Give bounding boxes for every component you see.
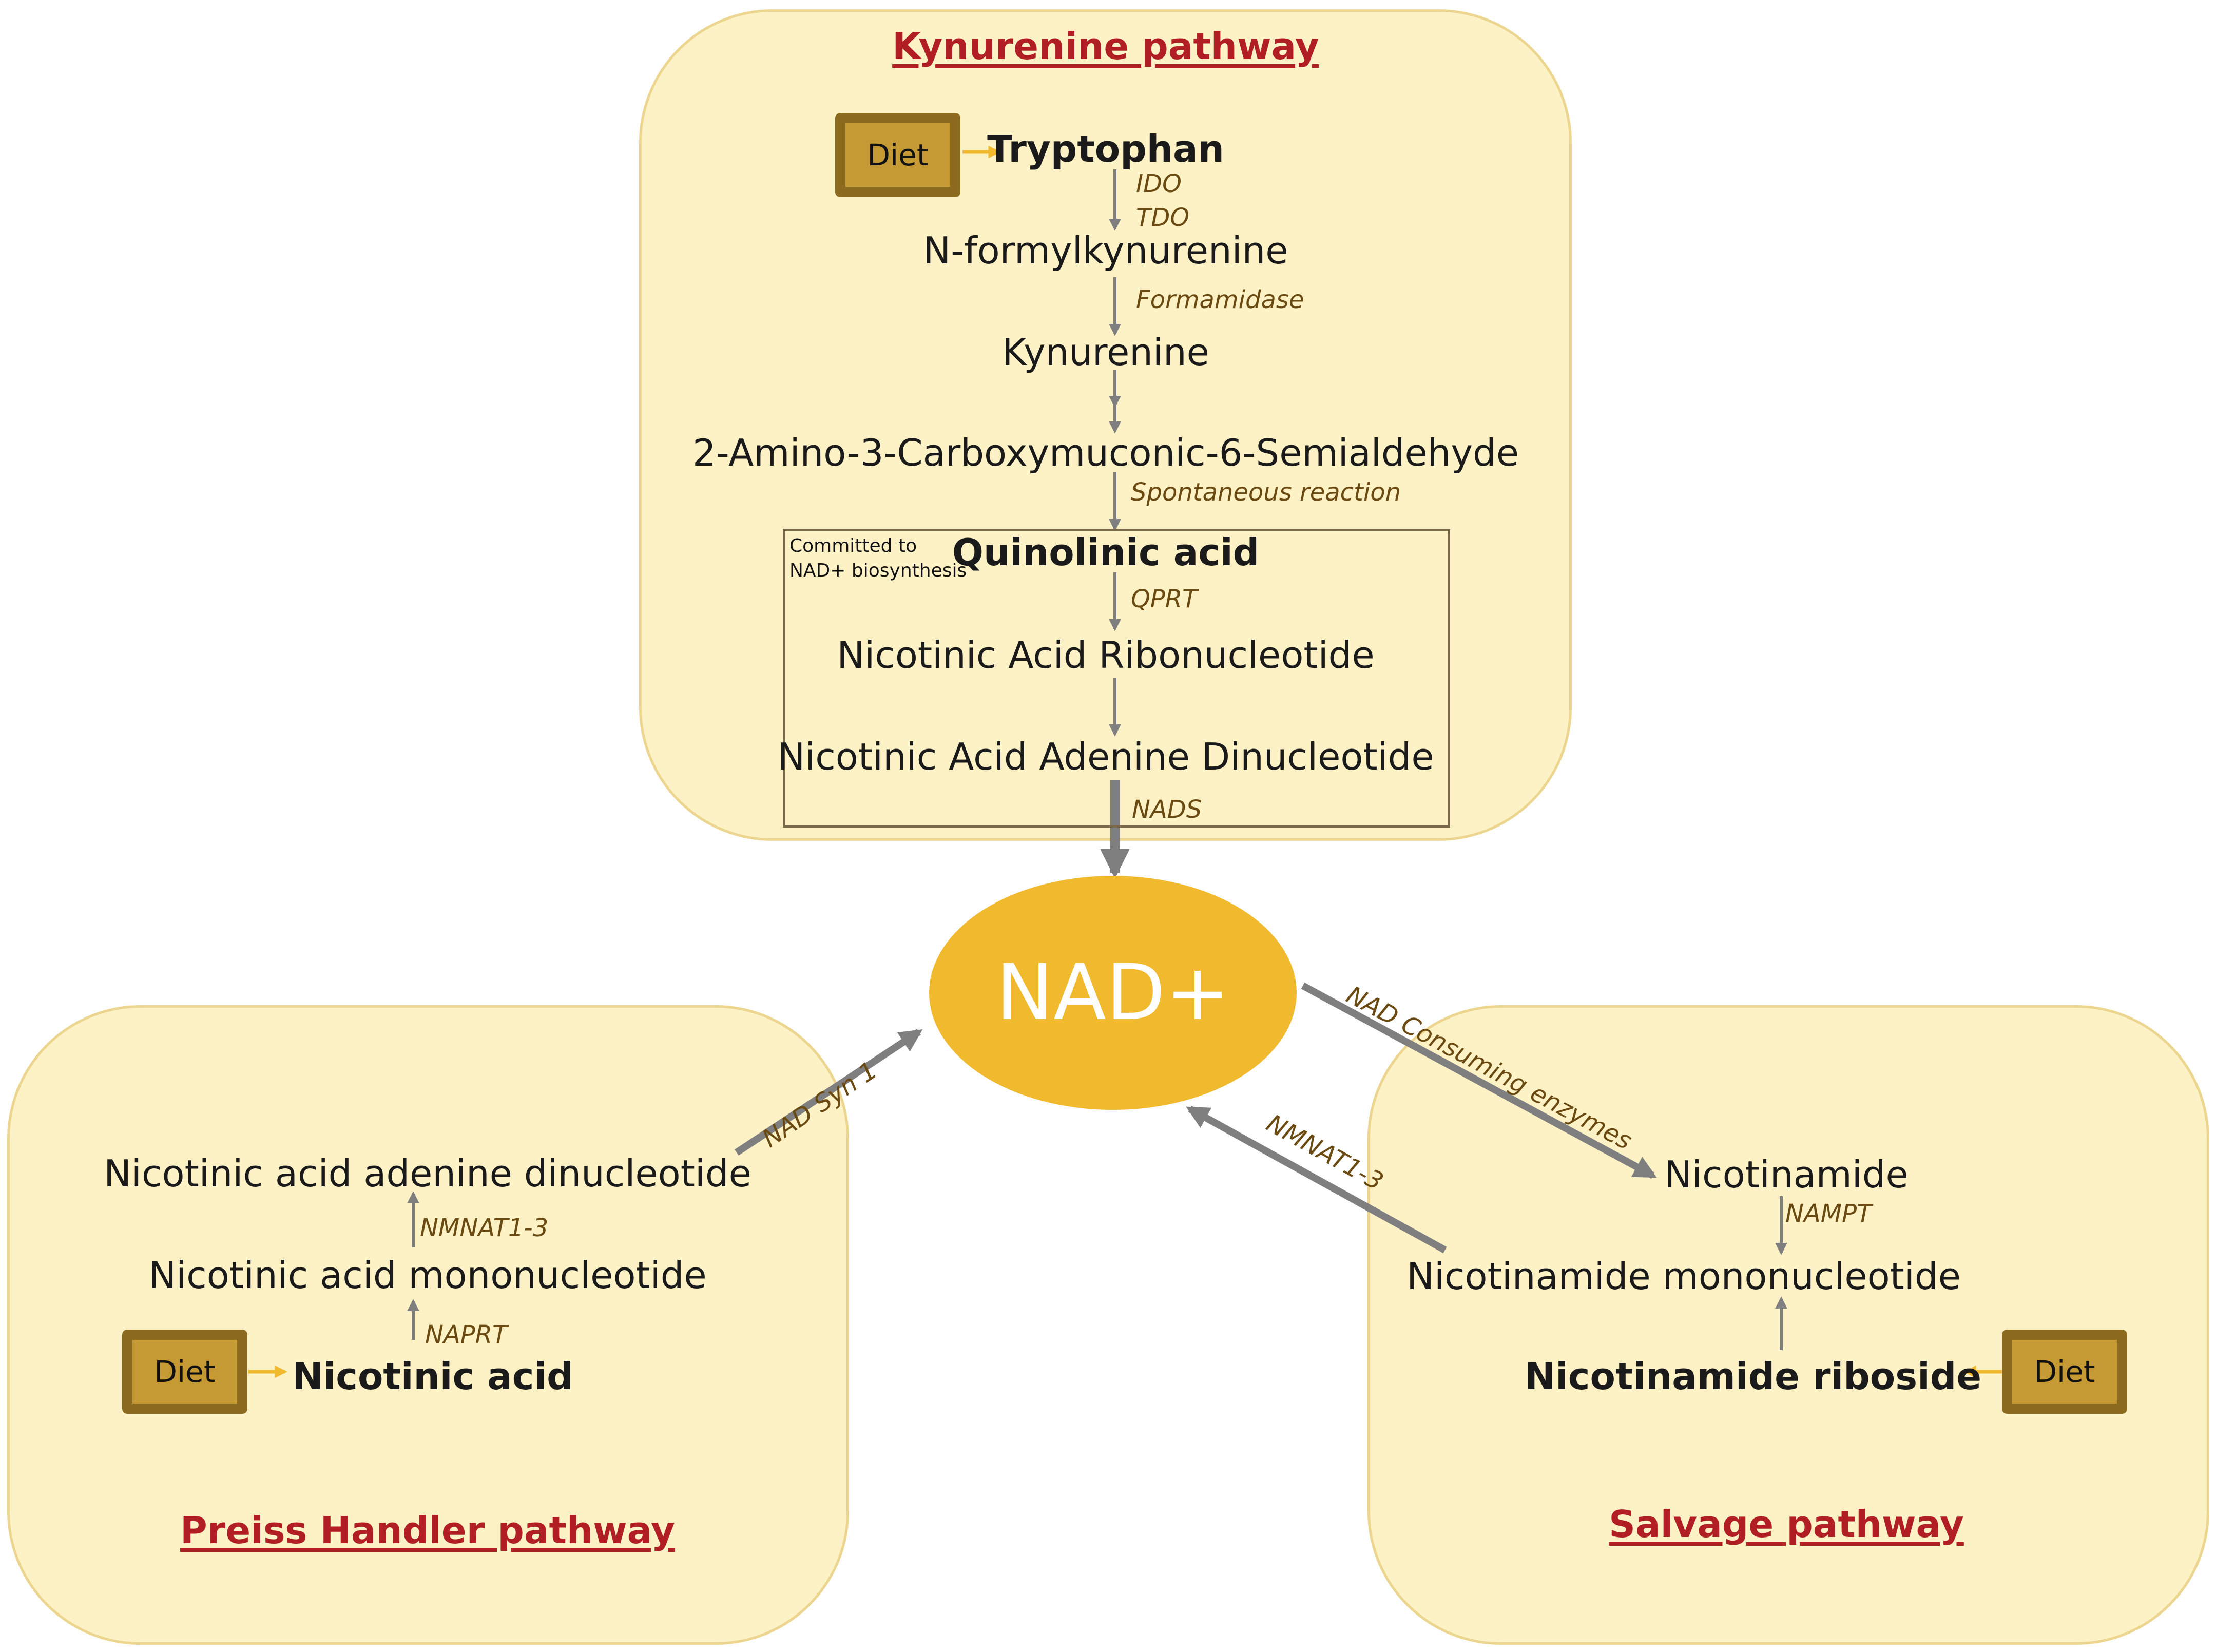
enzyme-qprt: QPRT (1131, 585, 1198, 613)
acms-label: 2-Amino-3-Carboxymuconic-6-Semialdehyde (692, 431, 1519, 474)
enzyme-nmnat-ph: NMNAT1-3 (420, 1214, 549, 1242)
diet-label: Diet (132, 1340, 237, 1404)
committed-line1: Committed to (789, 535, 917, 556)
committed-line2: NAD+ biosynthesis (789, 560, 967, 581)
nicotinamide-riboside-label: Nicotinamide riboside (1524, 1355, 1982, 1398)
nad-plus-node: NAD+ (929, 876, 1297, 1110)
preiss-handler-pathway-panel (7, 1005, 849, 1645)
committed-note: Committed to NAD+ biosynthesis (789, 534, 967, 583)
kynurenine-pathway-panel (639, 9, 1572, 841)
nicotinic-acid-adenine-dinucleotide-label: Nicotinic Acid Adenine Dinucleotide (777, 735, 1434, 778)
diet-box-salvage: Diet (2002, 1330, 2127, 1414)
spontaneous-reaction-label: Spontaneous reaction (1131, 478, 1401, 507)
ph-namn-label: Nicotinic acid mononucleotide (148, 1254, 707, 1297)
diet-box-kynurenine: Diet (835, 113, 960, 197)
salvage-pathway-panel (1367, 1005, 2209, 1645)
diet-label: Diet (2012, 1340, 2117, 1404)
enzyme-naprt: NAPRT (425, 1320, 508, 1349)
salvage-pathway-title: Salvage pathway (1609, 1503, 1964, 1546)
enzyme-ido: IDO (1136, 169, 1182, 198)
ph-naad-label: Nicotinic acid adenine dinucleotide (104, 1152, 751, 1195)
quinolinic-acid-label: Quinolinic acid (952, 531, 1260, 574)
enzyme-nampt: NAMPT (1785, 1199, 1872, 1228)
arrow-ph-to-nad (735, 1029, 923, 1156)
arrow-nad-to-nam (1301, 982, 1657, 1179)
nicotinamide-mononucleotide-label: Nicotinamide mononucleotide (1406, 1255, 1961, 1298)
kynurenine-pathway-title: Kynurenine pathway (892, 25, 1319, 68)
enzyme-formamidase: Formamidase (1136, 285, 1304, 314)
n-formylkynurenine-label: N-formylkynurenine (923, 229, 1288, 272)
committed-nad-biosynthesis-box (783, 529, 1450, 828)
enzyme-nads: NADS (1132, 795, 1202, 824)
nicotinic-acid-ribonucleotide-label: Nicotinic Acid Ribonucleotide (837, 633, 1375, 677)
diet-box-preiss: Diet (122, 1330, 247, 1414)
nicotinamide-label: Nicotinamide (1664, 1153, 1909, 1196)
nicotinic-acid-label: Nicotinic acid (292, 1355, 573, 1398)
diet-label: Diet (845, 123, 950, 187)
kynurenine-label: Kynurenine (1002, 331, 1209, 374)
nad-plus-label: NAD+ (995, 948, 1230, 1038)
preiss-handler-pathway-title: Preiss Handler pathway (180, 1509, 675, 1552)
enzyme-tdo: TDO (1136, 203, 1190, 232)
tryptophan-label: Tryptophan (987, 127, 1224, 170)
arrow-nmn-to-nad (1186, 1105, 1447, 1254)
